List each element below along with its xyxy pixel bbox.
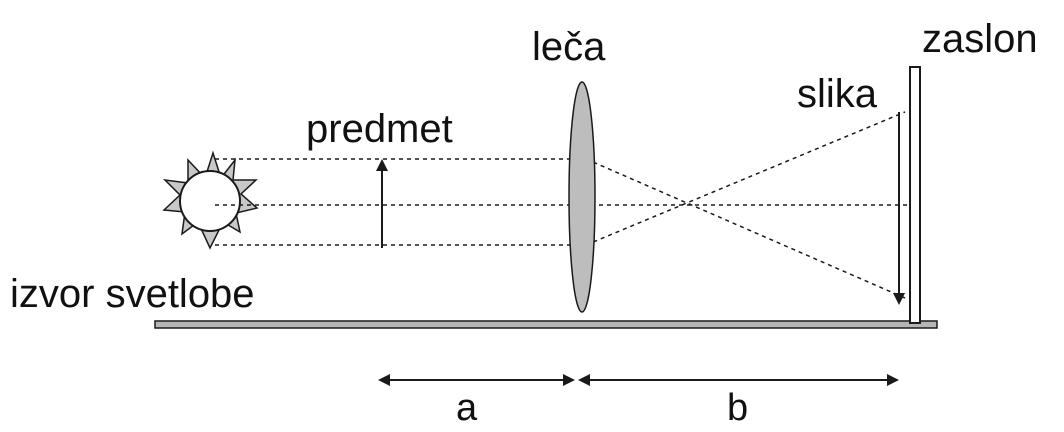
label-screen: zaslon [922, 17, 1038, 61]
label-distance-b: b [727, 387, 748, 427]
lens [568, 81, 596, 313]
label-lens: leča [532, 25, 606, 69]
optical-rail [154, 320, 938, 329]
label-image: slika [797, 72, 878, 116]
ray-bottom-refracted [585, 111, 906, 246]
sun-icon [162, 150, 259, 250]
screen [909, 66, 921, 324]
label-distance-a: a [456, 387, 478, 427]
ray-top-refracted [585, 158, 906, 299]
label-source: izvor svetlobe [10, 272, 255, 316]
label-object: predmet [306, 107, 453, 151]
